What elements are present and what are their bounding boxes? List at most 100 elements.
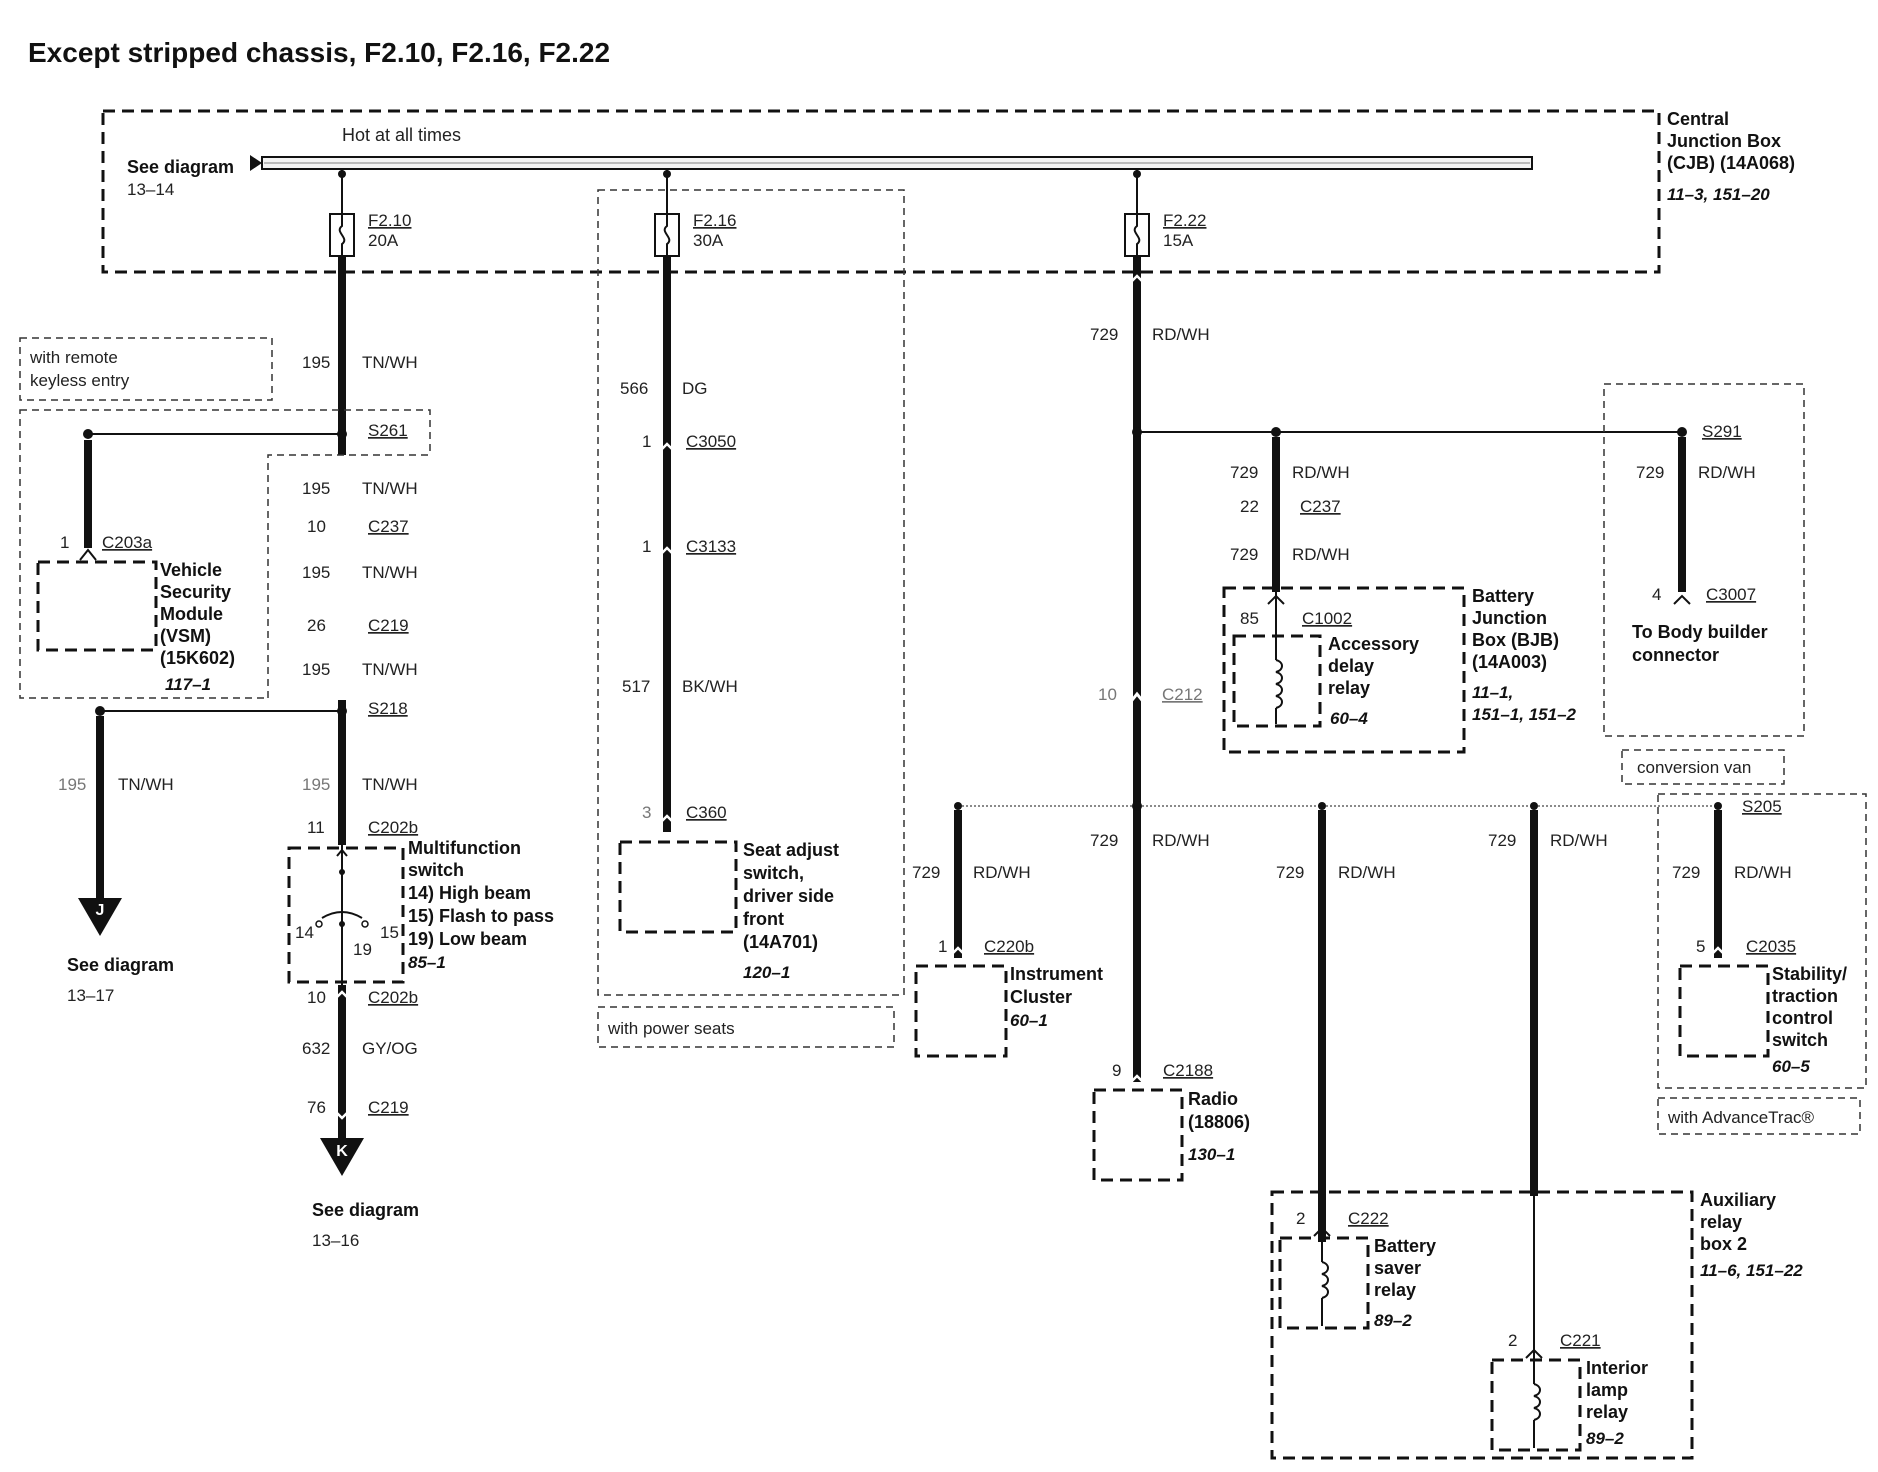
- wire-w6-num: 632: [302, 1039, 330, 1058]
- power-seats-note: with power seats: [607, 1019, 735, 1038]
- f222-w1-color: RD/WH: [1152, 325, 1210, 344]
- rke-note-2: keyless entry: [30, 371, 130, 390]
- wire-w3-color: TN/WH: [362, 563, 418, 582]
- seat-name-2: switch,: [743, 863, 804, 883]
- arrow-k-label: K: [336, 1143, 348, 1160]
- seat-ref: 120–1: [743, 963, 790, 982]
- seat-switch-box: [618, 840, 738, 934]
- stc-name-4: switch: [1772, 1030, 1828, 1050]
- arrow-j-icon: [78, 898, 122, 936]
- bsr-conn: C222: [1348, 1209, 1389, 1228]
- mfs-name-1: Multifunction: [408, 838, 521, 858]
- power-seats-note-box: [597, 1006, 895, 1048]
- fuse-f2-10-icon: [329, 213, 355, 257]
- conversion-van-note: conversion van: [1637, 758, 1751, 777]
- stc-w-num: 729: [1672, 863, 1700, 882]
- fuse-f2-10-rating: 20A: [368, 231, 399, 250]
- bjb-w1-num: 729: [1230, 463, 1258, 482]
- seat-w1-color: DG: [682, 379, 708, 398]
- aux-w2-color: RD/WH: [1550, 831, 1608, 850]
- bjb-w2-color: RD/WH: [1292, 545, 1350, 564]
- bjb-ref-1: 11–1,: [1472, 683, 1513, 702]
- fuse-f2-16-id: F2.16: [693, 211, 736, 230]
- ic-name-2: Cluster: [1010, 987, 1072, 1007]
- c219-2-pin: 76: [307, 1098, 326, 1117]
- radio-w-num: 729: [1090, 831, 1118, 850]
- stc-name-2: traction: [1772, 986, 1838, 1006]
- bjb-w2-num: 729: [1230, 545, 1258, 564]
- c3133-pin: 1: [642, 537, 651, 556]
- relay-name-3: relay: [1328, 678, 1370, 698]
- stc-pin: 5: [1696, 937, 1705, 956]
- wire-w1-num: 195: [302, 353, 330, 372]
- radio-ref: 130–1: [1188, 1145, 1235, 1164]
- fuse-f2-10-id: F2.10: [368, 211, 411, 230]
- bjb-c237-pin: 22: [1240, 497, 1259, 516]
- connector-c203a-icon: [79, 548, 97, 561]
- seat-name-5: (14A701): [743, 932, 818, 952]
- wire-w3-num: 195: [302, 563, 330, 582]
- instrument-cluster-box: [914, 964, 1008, 1058]
- fuse-f2-16-icon: [654, 213, 680, 257]
- radio-name-2: (18806): [1188, 1112, 1250, 1132]
- stability-switch-box: [1678, 964, 1770, 1058]
- vsm-name-2: Security: [160, 582, 231, 602]
- vsm-ref: 117–1: [165, 675, 211, 694]
- wire-arrow-marks: [333, 274, 1727, 1120]
- arrow-j-label: J: [96, 902, 105, 919]
- cv-w-color: RD/WH: [1698, 463, 1756, 482]
- bsr-name-1: Battery: [1374, 1236, 1436, 1256]
- seat-name-4: front: [743, 909, 784, 929]
- fuse-f2-16-rating: 30A: [693, 231, 724, 250]
- advancetrac-note: with AdvanceTrac®: [1667, 1108, 1815, 1127]
- aux-w1-num: 729: [1276, 863, 1304, 882]
- vsm-module-box: [36, 560, 158, 652]
- c212-label: C212: [1162, 685, 1203, 704]
- bjb-name-1: Battery: [1472, 586, 1534, 606]
- interior-lamp-coil-icon: [1533, 1360, 1541, 1448]
- bus-label: Hot at all times: [342, 125, 461, 145]
- radio-name-1: Radio: [1188, 1089, 1238, 1109]
- vsm-name-3: Module: [160, 604, 223, 624]
- seat-w1-num: 566: [620, 379, 648, 398]
- mfs-name-2: switch: [408, 860, 464, 880]
- vsm-name-5: (15K602): [160, 648, 235, 668]
- wire-w6-color: GY/OG: [362, 1039, 418, 1058]
- vsm-name-1: Vehicle: [160, 560, 222, 580]
- bjb-name-4: (14A003): [1472, 652, 1547, 672]
- relay-ref: 60–4: [1330, 709, 1368, 728]
- arb-name-3: box 2: [1700, 1234, 1747, 1254]
- fuse-f2-22-rating: 15A: [1163, 231, 1194, 250]
- see-k: See diagram: [312, 1200, 419, 1220]
- stc-ref: 60–5: [1772, 1057, 1810, 1076]
- conversion-van-region: [1603, 383, 1805, 737]
- relay-pin: 85: [1240, 609, 1259, 628]
- conversion-van-note-box: [1621, 749, 1785, 785]
- bjb-name-3: Box (BJB): [1472, 630, 1559, 650]
- ilr-name-2: lamp: [1586, 1380, 1628, 1400]
- see-j-ref: 13–17: [67, 986, 114, 1005]
- relay-name-1: Accessory: [1328, 634, 1419, 654]
- splice-s218: S218: [368, 699, 408, 718]
- vsm-pin: 1: [60, 533, 69, 552]
- battery-saver-relay-box: [1278, 1236, 1370, 1330]
- bsr-ref: 89–2: [1374, 1311, 1412, 1330]
- bjb-w1-color: RD/WH: [1292, 463, 1350, 482]
- c202b-2-label: C202b: [368, 988, 418, 1007]
- wire-w2-num: 195: [302, 479, 330, 498]
- ic-pin: 1: [938, 937, 947, 956]
- c360-pin: 3: [642, 803, 651, 822]
- advancetrac-note-box: [1657, 1097, 1861, 1135]
- wire-w4-color: TN/WH: [362, 660, 418, 679]
- c202b-label: C202b: [368, 818, 418, 837]
- seat-w2-num: 517: [622, 677, 650, 696]
- rke-note-box: [19, 337, 273, 401]
- bsr-pin: 2: [1296, 1209, 1305, 1228]
- cjb-see-diagram: See diagram: [127, 157, 234, 177]
- branch-j-num: 195: [58, 775, 86, 794]
- stc-conn: C2035: [1746, 937, 1796, 956]
- wire-w5-num: 195: [302, 775, 330, 794]
- mfs-name-5: 19) Low beam: [408, 929, 527, 949]
- mfs-ref: 85–1: [408, 953, 446, 972]
- power-seats-box: [597, 189, 905, 996]
